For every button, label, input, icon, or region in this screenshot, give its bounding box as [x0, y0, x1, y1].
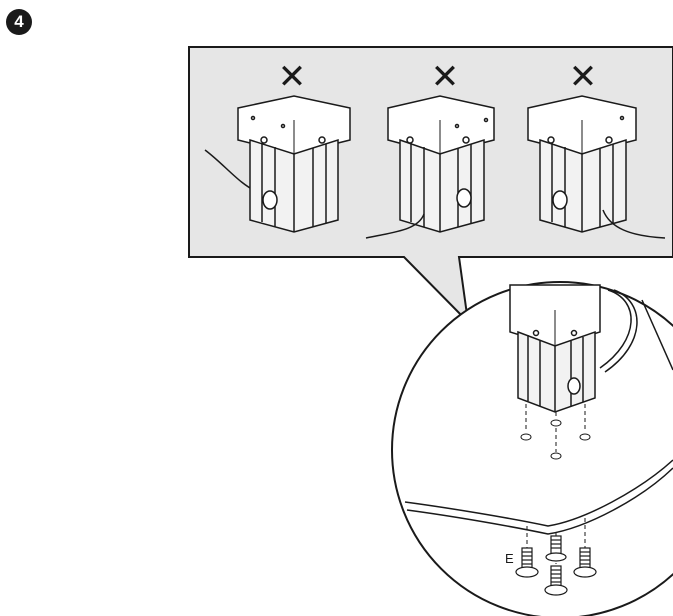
- table-leg: [527, 95, 666, 239]
- screw-label-e: E: [505, 551, 514, 566]
- cable: [599, 289, 673, 373]
- wrong-x-icon: ✕: [278, 57, 307, 97]
- step-number-badge: 4: [6, 9, 32, 35]
- table-leg: [365, 95, 495, 239]
- wrong-x-icon: ✕: [431, 57, 460, 97]
- screw-icon: [573, 547, 597, 578]
- table-leg: [204, 95, 351, 233]
- tabletop: [404, 459, 673, 535]
- table-leg: [509, 284, 601, 413]
- screw-icon: [544, 565, 568, 596]
- screw-icon: [545, 535, 567, 562]
- screw-icon: [515, 547, 539, 578]
- alignment-guides: [525, 404, 586, 452]
- wrong-x-icon: ✕: [569, 57, 598, 97]
- screw-holes: [520, 419, 591, 460]
